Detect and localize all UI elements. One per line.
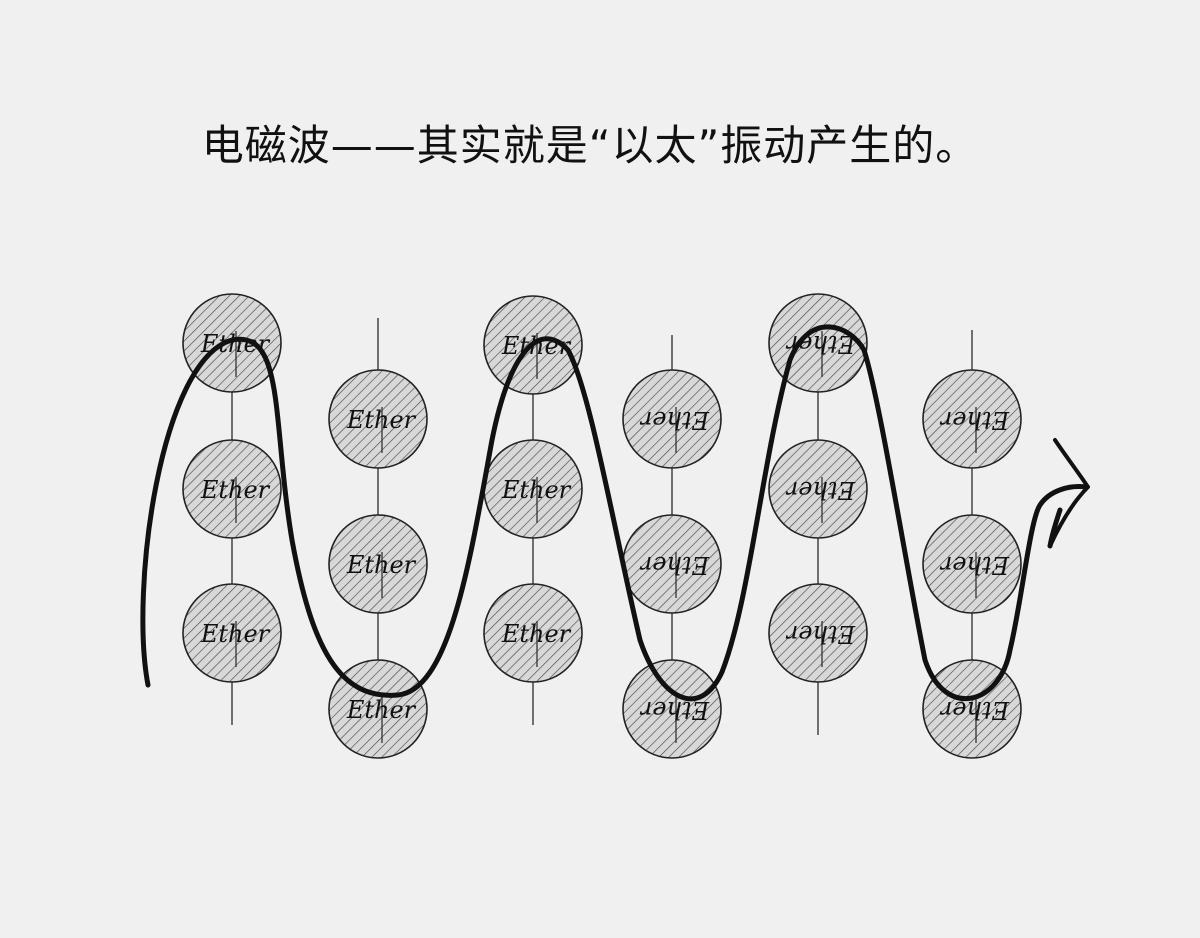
ether-particle: Ether xyxy=(768,439,868,539)
ether-particle: Ether xyxy=(922,369,1022,469)
particle-label: Ether xyxy=(939,696,1010,724)
ether-particle: Ether xyxy=(182,583,282,683)
particle-label: Ether xyxy=(346,696,417,724)
particle-circle xyxy=(922,514,1022,614)
particle-circle xyxy=(768,439,868,539)
arrow-head-icon xyxy=(1048,438,1090,548)
particle-label: Ether xyxy=(200,476,271,504)
particle-circle xyxy=(182,439,282,539)
particle-label: Ether xyxy=(639,406,710,434)
particle-circle xyxy=(328,514,428,614)
particle-label: Ether xyxy=(785,620,856,648)
particle-circle xyxy=(922,369,1022,469)
ether-columns: EtherEtherEtherEtherEtherEtherEtherEther… xyxy=(182,293,1022,759)
ether-particle: Ether xyxy=(768,583,868,683)
particle-label: Ether xyxy=(346,551,417,579)
ether-particle: Ether xyxy=(622,369,722,469)
particle-circle xyxy=(182,293,282,393)
headline: 电磁波——其实就是“以太”振动产生的。 xyxy=(201,121,979,170)
particle-label: Ether xyxy=(639,696,710,724)
particle-circle xyxy=(622,369,722,469)
electromagnetic-wave-curve xyxy=(140,324,1089,702)
particle-circle xyxy=(768,293,868,393)
ether-particle: Ether xyxy=(483,439,583,539)
ether-particle: Ether xyxy=(622,659,722,759)
particle-circle xyxy=(182,583,282,683)
particle-label: Ether xyxy=(639,551,710,579)
particle-label: Ether xyxy=(501,476,572,504)
ether-particle: Ether xyxy=(922,514,1022,614)
ether-particle: Ether xyxy=(622,514,722,614)
particle-label: Ether xyxy=(785,476,856,504)
ether-particle: Ether xyxy=(328,369,428,469)
ether-particle: Ether xyxy=(328,514,428,614)
particle-circle xyxy=(483,583,583,683)
ether-particle: Ether xyxy=(922,659,1022,759)
ether-particle: Ether xyxy=(483,583,583,683)
ether-particle: Ether xyxy=(182,293,282,393)
particle-circle xyxy=(768,583,868,683)
particle-label: Ether xyxy=(501,620,572,648)
particle-label: Ether xyxy=(939,551,1010,579)
particle-label: Ether xyxy=(346,406,417,434)
particle-label: Ether xyxy=(200,620,271,648)
particle-circle xyxy=(622,659,722,759)
particle-circle xyxy=(328,369,428,469)
particle-label: Ether xyxy=(939,406,1010,434)
ether-particle: Ether xyxy=(182,439,282,539)
